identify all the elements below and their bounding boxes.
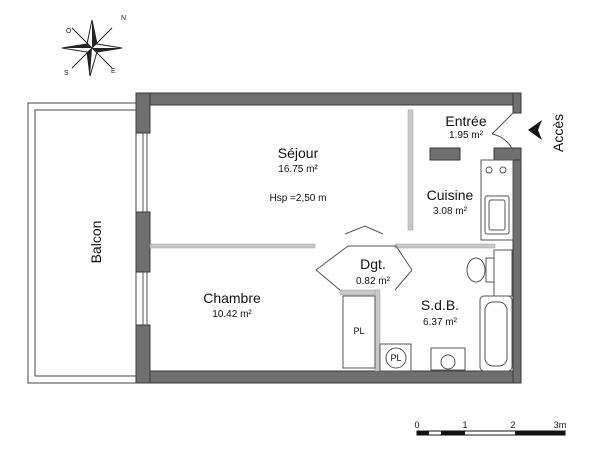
closet-pl-1-label: PL xyxy=(353,326,364,336)
partition-cuisine-sdb xyxy=(394,243,496,249)
wall-entree-left xyxy=(429,147,461,161)
compass-needle xyxy=(87,48,92,76)
right-wall-top xyxy=(512,92,522,114)
room-sdb-area: 6.37 m² xyxy=(423,317,458,328)
closet-pl-2-label: PL xyxy=(390,353,401,363)
wall-entree-right xyxy=(493,147,522,161)
room-cuisine-area: 3.08 m² xyxy=(433,206,468,217)
door-swing-arc xyxy=(491,133,514,151)
exterior-walls xyxy=(135,92,522,384)
access-arrow-icon xyxy=(528,120,542,140)
scale-bar-segment xyxy=(515,431,565,435)
closet-top-wall xyxy=(339,289,379,296)
room-sejour-name: Séjour xyxy=(278,145,319,161)
room-labels: Séjour 16.75 m² Hsp =2,50 m Entrée 1.95 … xyxy=(203,113,487,328)
room-entree-area: 1.95 m² xyxy=(449,130,484,141)
hob-burner-icon xyxy=(485,166,493,174)
hob-burner-icon xyxy=(499,166,507,174)
room-chambre-name: Chambre xyxy=(203,290,261,306)
room-dgt-name: Dgt. xyxy=(360,256,386,272)
compass-east-letter: E xyxy=(111,68,116,75)
room-cuisine-name: Cuisine xyxy=(427,187,474,203)
room-sdb-name: S.d.B. xyxy=(421,297,459,313)
room-chambre-area: 10.42 m² xyxy=(212,309,252,320)
dgt-door-leaf xyxy=(394,269,413,291)
compass-needle xyxy=(92,20,97,48)
compass-south-letter: S xyxy=(64,70,69,77)
scale-bar-segment xyxy=(417,431,429,435)
closets: PL PL xyxy=(342,295,412,372)
scale-bar: 0 1 2 3m xyxy=(414,420,567,436)
kitchen-counter xyxy=(480,159,514,241)
scale-tick-2: 2 xyxy=(510,420,515,430)
entrance-door[interactable] xyxy=(491,112,514,151)
sejour-door-swing xyxy=(344,225,384,235)
compass-needle xyxy=(62,44,92,48)
compass-rose: N S E O xyxy=(61,15,126,77)
sink-basin-icon xyxy=(488,199,506,231)
partition-sejour-entree xyxy=(407,109,414,231)
compass-north-letter: N xyxy=(121,15,126,22)
closet-right-wall xyxy=(374,289,381,372)
washbasin-bowl-icon xyxy=(440,354,456,370)
interior-walls xyxy=(149,109,522,372)
left-wall-middle xyxy=(135,211,151,273)
left-wall-upper xyxy=(135,92,151,134)
bathroom-fixtures xyxy=(430,249,513,372)
room-sejour-area: 16.75 m² xyxy=(278,164,318,175)
scale-tick-0: 0 xyxy=(414,420,419,430)
closet-pl-1 xyxy=(342,295,376,369)
right-wall xyxy=(512,149,522,384)
balcony: Balcon xyxy=(27,102,137,384)
access-marker: Accès xyxy=(528,114,566,152)
bottom-wall xyxy=(135,370,522,384)
hall-doors xyxy=(315,225,413,291)
room-entree-name: Entrée xyxy=(445,113,486,129)
scale-tick-3: 3m xyxy=(554,420,567,430)
access-label: Accès xyxy=(550,114,566,152)
toilet-icon xyxy=(466,257,486,283)
balcony-label: Balcon xyxy=(88,221,104,264)
scale-tick-1: 1 xyxy=(462,420,467,430)
compass-west-letter: O xyxy=(66,28,72,35)
top-wall xyxy=(135,92,522,106)
left-wall-lower xyxy=(135,324,151,384)
door-leaf xyxy=(491,112,514,135)
balcony-inner-outline xyxy=(34,109,137,377)
compass-diagonal xyxy=(71,27,113,69)
dgt-door-leaf xyxy=(315,269,341,291)
bathroom-cabinet xyxy=(493,249,513,297)
dgt-door-swing xyxy=(315,245,413,271)
room-sejour-ceiling-height: Hsp =2,50 m xyxy=(270,193,327,204)
scale-bar-segment xyxy=(441,431,465,435)
closet-pl-2-circle xyxy=(385,347,407,369)
compass-needle xyxy=(92,48,122,52)
balcony-outline xyxy=(27,102,137,384)
room-dgt-area: 0.82 m² xyxy=(356,276,391,287)
partition-sejour-chambre xyxy=(149,243,316,249)
bathtub-inner-icon xyxy=(484,301,508,367)
